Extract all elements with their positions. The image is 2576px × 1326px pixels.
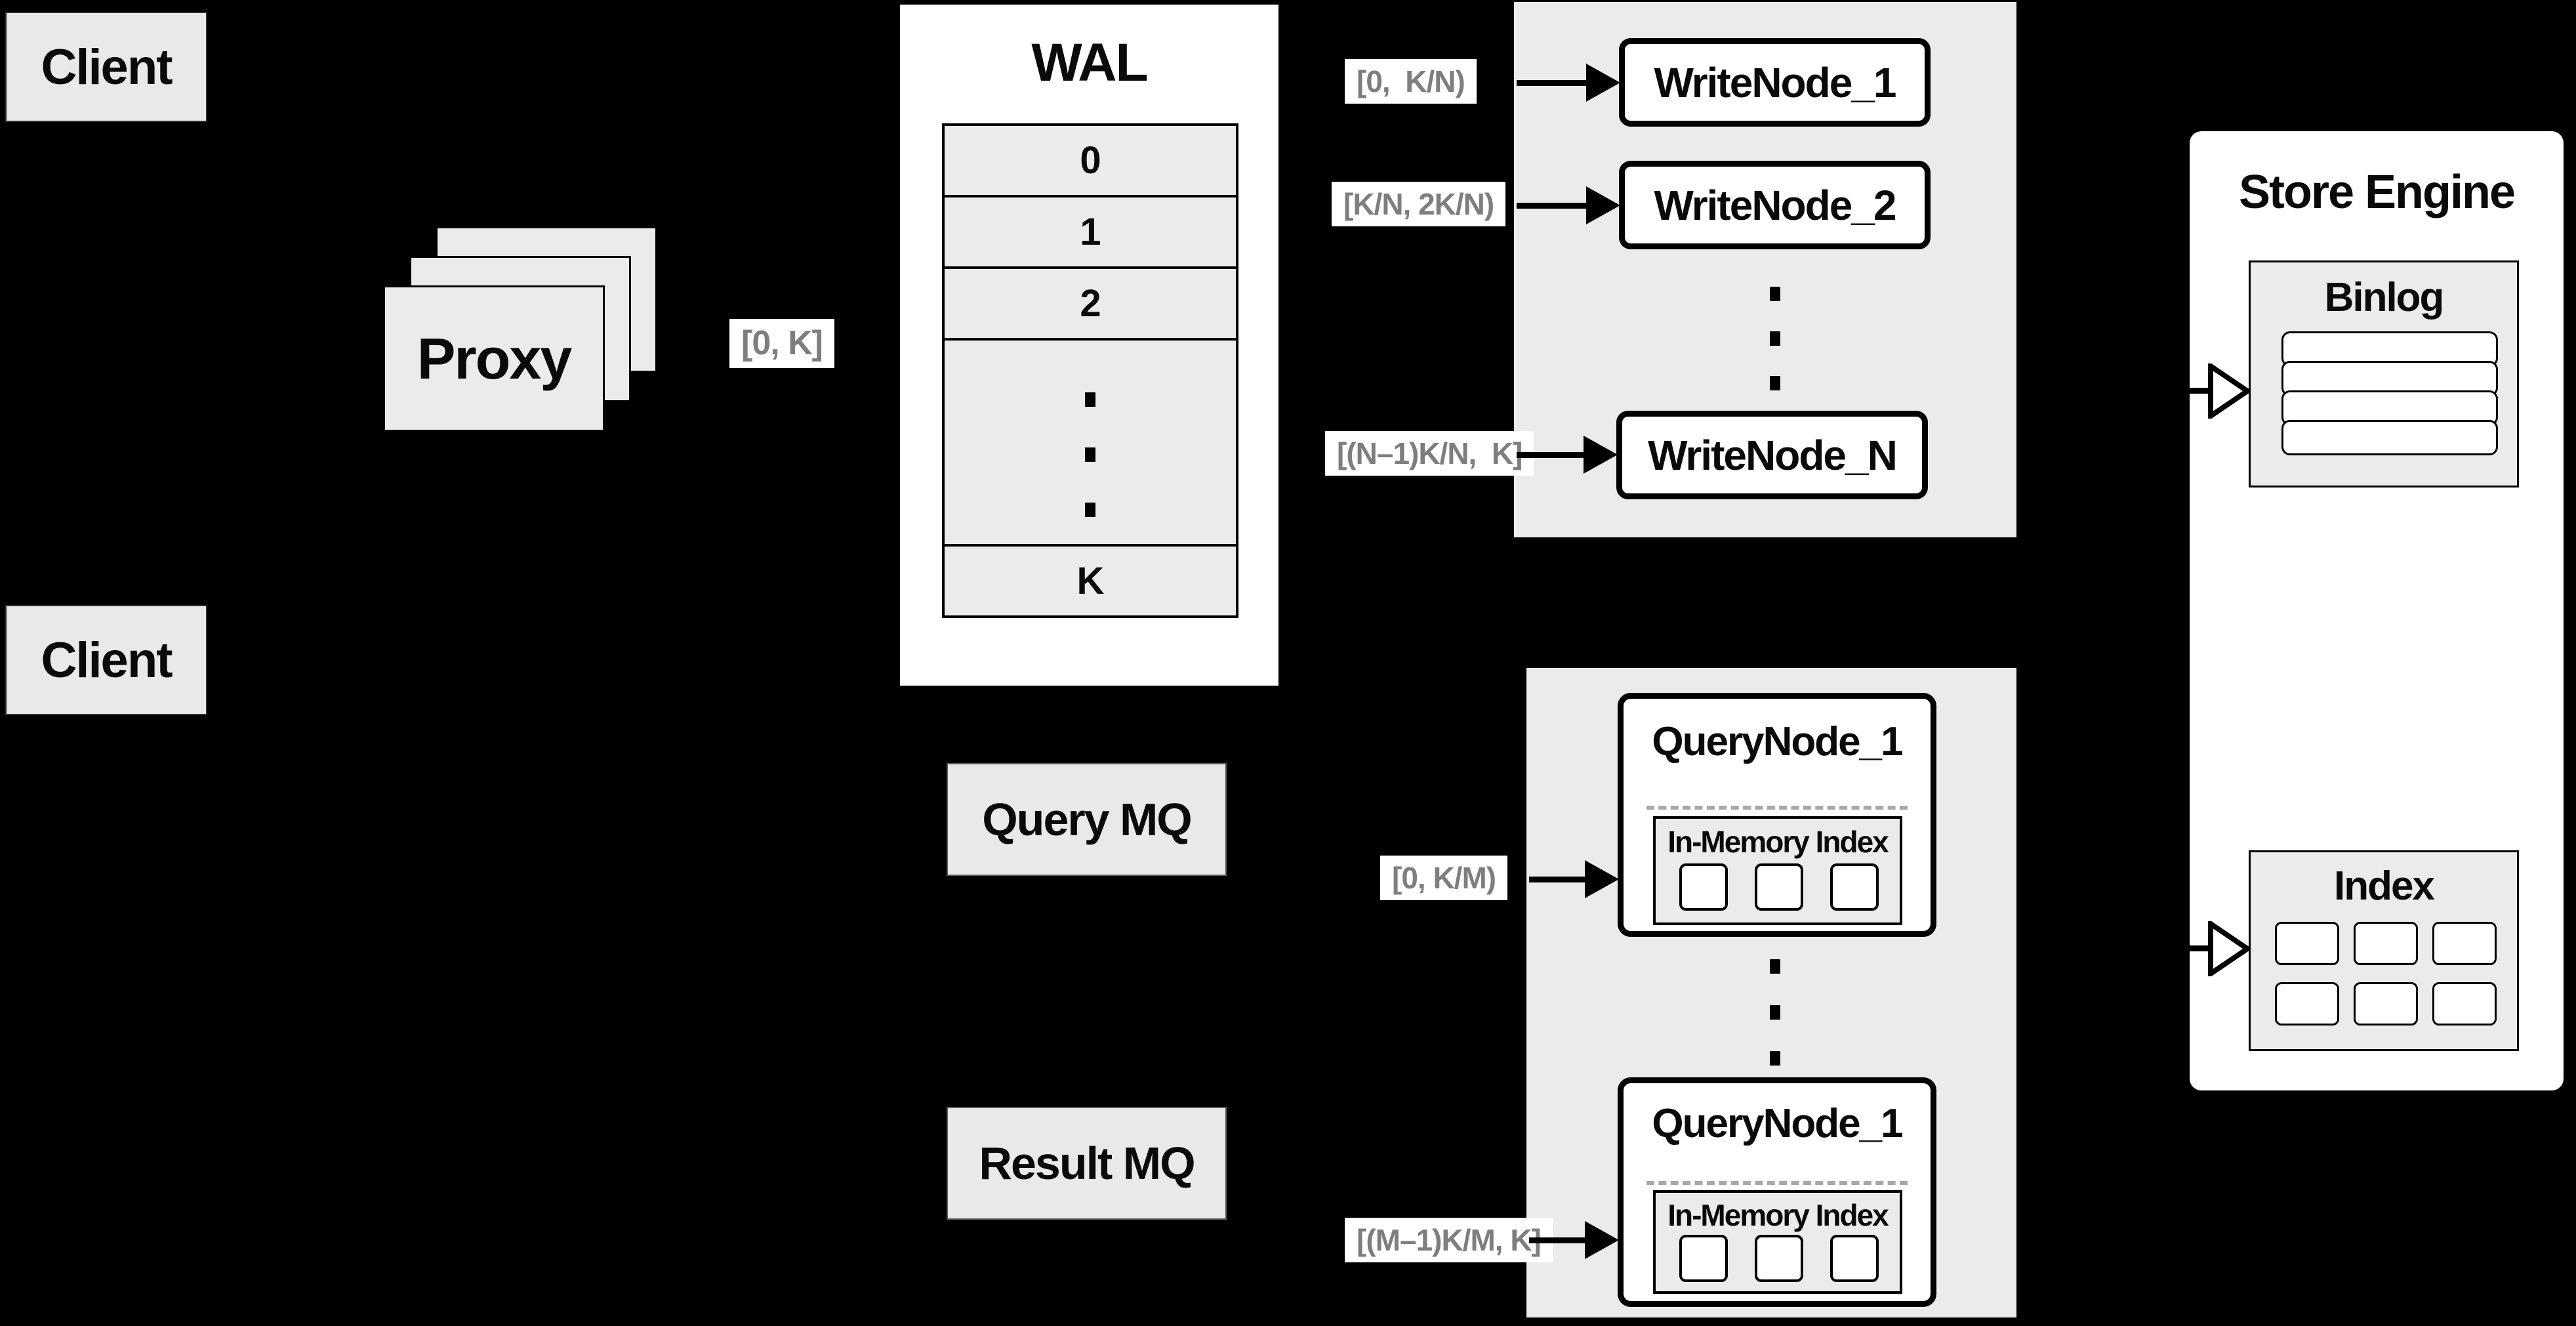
arrowhead-querynode-2 xyxy=(1585,1221,1619,1259)
range-label-querynode-2: [(M–1)K/M, K] xyxy=(1345,1218,1553,1263)
write-node-n-label: WriteNode_N xyxy=(1648,431,1898,479)
client-top-label: Client xyxy=(41,39,173,95)
arrowhead-binlog-hollow xyxy=(2208,363,2250,419)
wal-row-0: 0 xyxy=(942,123,1238,197)
result-mq-label: Result MQ xyxy=(979,1138,1195,1189)
write-node-2: WriteNode_2 xyxy=(1619,161,1931,249)
range-label-writenode-n: [(N–1)K/N, K] xyxy=(1325,431,1534,476)
arrowhead-writenode-n xyxy=(1584,436,1618,474)
proxy-label: Proxy xyxy=(417,325,573,391)
range-label-querynode-1: [0, K/M) xyxy=(1380,856,1508,901)
arrow-index xyxy=(2175,945,2216,951)
proxy-box: Proxy xyxy=(383,285,605,432)
binlog-title: Binlog xyxy=(2324,275,2445,320)
segment-cell xyxy=(1755,863,1803,911)
index-cell xyxy=(2275,982,2339,1026)
wal-ellipsis-dot xyxy=(1085,503,1095,517)
wal-row-k: K xyxy=(942,544,1238,618)
arrow-binlog xyxy=(2175,388,2216,394)
client-box-bottom: Client xyxy=(5,605,207,715)
index-title: Index xyxy=(2334,863,2435,909)
write-node-ellipsis-dot xyxy=(1770,331,1780,346)
arrow-querynode-1 xyxy=(1529,877,1587,882)
query-node-ellipsis-dot xyxy=(1770,1005,1780,1020)
arrow-writenode-2 xyxy=(1517,203,1587,209)
query-node-1-label: QueryNode_1 xyxy=(1652,719,1903,764)
write-node-1-label: WriteNode_1 xyxy=(1654,58,1896,106)
query-node-2-divider xyxy=(1646,1181,1908,1185)
range-label-writenode-2: [K/N, 2K/N) xyxy=(1332,182,1506,227)
arrowhead-querynode-1 xyxy=(1585,860,1619,898)
query-mq-box: Query MQ xyxy=(947,763,1227,876)
wal-ellipsis-dot xyxy=(1085,392,1095,407)
write-node-n: WriteNode_N xyxy=(1616,411,1928,499)
segment-cell xyxy=(1679,1235,1728,1282)
segment-cell xyxy=(1830,1235,1879,1282)
in-memory-index-title-2: In-Memory Index xyxy=(1667,1198,1889,1232)
index-cell xyxy=(2432,982,2497,1026)
query-mq-label: Query MQ xyxy=(982,794,1193,845)
write-node-2-label: WriteNode_2 xyxy=(1654,181,1896,229)
wal-row-1: 1 xyxy=(942,195,1238,269)
wal-row-2: 2 xyxy=(942,266,1238,341)
write-node-ellipsis-dot xyxy=(1770,376,1780,390)
arrowhead-writenode-2 xyxy=(1586,186,1620,224)
arrow-writenode-1 xyxy=(1517,80,1587,86)
result-mq-box: Result MQ xyxy=(947,1107,1227,1220)
store-engine-title: Store Engine xyxy=(2238,166,2516,218)
arrow-querynode-2 xyxy=(1529,1237,1587,1243)
arrowhead-writenode-1 xyxy=(1586,64,1620,102)
arrowhead-index-hollow xyxy=(2208,921,2250,976)
wal-ellipsis-dot xyxy=(1085,447,1095,462)
write-node-ellipsis-dot xyxy=(1770,287,1780,301)
segment-cell xyxy=(1755,1235,1803,1282)
arrow-writenode-n xyxy=(1517,452,1585,458)
segment-cell xyxy=(1830,863,1879,911)
index-cell xyxy=(2432,922,2497,965)
client-box-top: Client xyxy=(5,12,207,122)
index-cell xyxy=(2275,922,2339,965)
binlog-row xyxy=(2281,420,2498,455)
write-node-1: WriteNode_1 xyxy=(1619,38,1931,127)
segment-cell xyxy=(1679,863,1728,911)
index-cell xyxy=(2354,922,2418,965)
range-label-writenode-1: [0, K/N) xyxy=(1345,59,1477,104)
in-memory-index-title-1: In-Memory Index xyxy=(1667,825,1889,859)
query-node-2-label: QueryNode_1 xyxy=(1652,1101,1903,1146)
query-node-ellipsis-dot xyxy=(1770,1051,1780,1066)
wal-title: WAL xyxy=(1031,33,1148,93)
client-bottom-label: Client xyxy=(41,632,173,688)
query-node-ellipsis-dot xyxy=(1770,959,1780,974)
query-node-1-divider xyxy=(1646,806,1908,810)
range-label-proxy: [0, K] xyxy=(729,319,834,368)
index-cell xyxy=(2354,982,2418,1026)
